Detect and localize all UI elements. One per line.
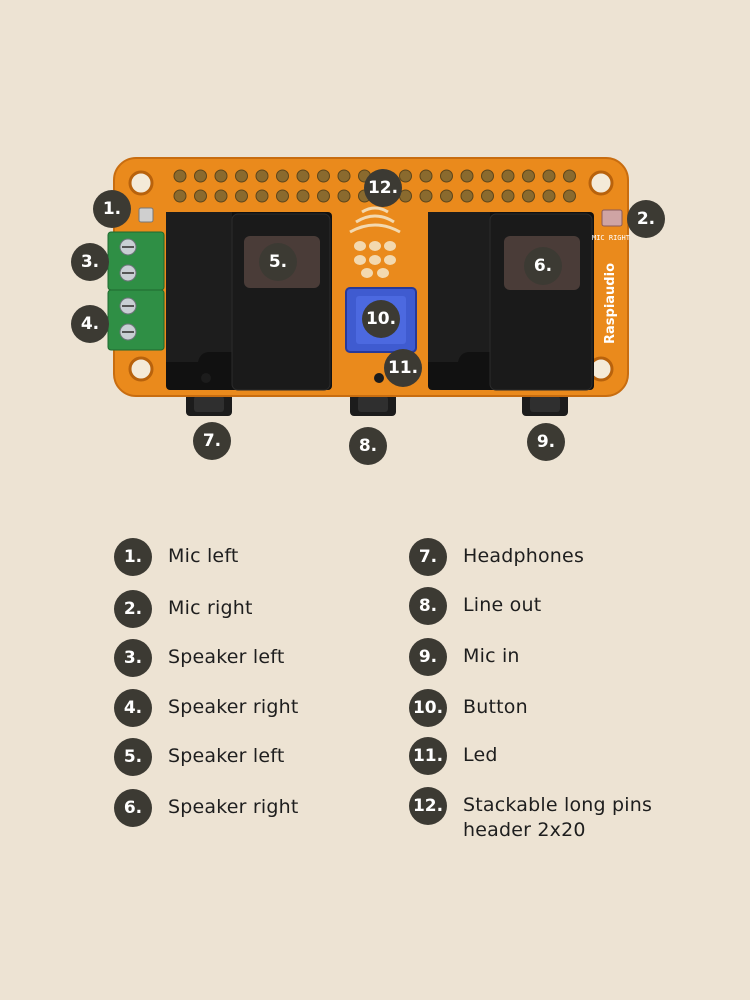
header-pin	[276, 169, 289, 183]
legend-label: Button	[463, 696, 528, 718]
legend-item-7: 7. Headphones	[409, 538, 584, 576]
legend-number: 1.	[114, 538, 152, 576]
legend-item-12: 12. Stackable long pins header 2x20	[409, 787, 652, 843]
legend-label: Led	[463, 744, 498, 766]
legend-item-11: 11. Led	[409, 737, 498, 775]
header-pin	[214, 169, 228, 183]
header-pin	[317, 169, 330, 183]
mounting-holes	[128, 170, 614, 382]
header-pin	[337, 169, 351, 183]
jack-hole-left	[201, 373, 211, 383]
legend-item-5: 5. Speaker left	[114, 738, 285, 776]
marker-5: 5.	[259, 243, 297, 281]
header-pin	[255, 189, 269, 203]
legend-number: 9.	[409, 638, 447, 676]
terminal-block-left	[107, 231, 165, 291]
legend-item-3: 3. Speaker left	[114, 639, 285, 677]
header-pin	[419, 189, 433, 203]
marker-3: 3.	[71, 243, 109, 281]
brand-logo: Raspiaudio	[603, 263, 618, 344]
legend-number: 2.	[114, 590, 152, 628]
legend-number: 6.	[114, 789, 152, 827]
header-pin	[276, 189, 289, 203]
legend-label: Line out	[463, 594, 542, 616]
legend-label: Mic right	[168, 597, 253, 619]
header-pin	[481, 169, 494, 183]
header-pin	[235, 169, 248, 183]
legend-number: 3.	[114, 639, 152, 677]
header-pin	[173, 189, 187, 203]
legend-label: Speaker right	[168, 696, 299, 718]
legend-label: Speaker left	[168, 646, 285, 668]
marker-8: 8.	[349, 427, 387, 465]
header-pin	[522, 189, 535, 203]
marker-2: 2.	[627, 200, 665, 238]
header-pin	[296, 189, 310, 203]
marker-10: 10.	[362, 300, 400, 338]
header-pin	[563, 169, 576, 183]
header-pin	[481, 189, 494, 203]
header-pin	[501, 169, 515, 183]
header-pin	[501, 189, 515, 203]
header-pin	[399, 169, 412, 183]
legend-number: 11.	[409, 737, 447, 775]
board-logo-graphic	[349, 206, 401, 278]
header-pin	[296, 169, 310, 183]
legend-item-6: 6. Speaker right	[114, 789, 299, 827]
legend-label: Speaker left	[168, 745, 285, 767]
marker-7: 7.	[193, 422, 231, 460]
legend-item-9: 9. Mic in	[409, 638, 520, 676]
legend-item-1: 1. Mic left	[114, 538, 239, 576]
legend-number: 5.	[114, 738, 152, 776]
marker-12: 12.	[364, 169, 402, 207]
speaker-right	[428, 212, 594, 391]
legend-number: 8.	[409, 587, 447, 625]
legend-item-10: 10. Button	[409, 689, 528, 727]
mic-left-component	[138, 207, 154, 223]
legend-number: 12.	[409, 787, 447, 825]
legend-label: Mic left	[168, 545, 239, 567]
marker-6: 6.	[524, 247, 562, 285]
legend-label: Headphones	[463, 545, 585, 567]
header-pin	[440, 169, 453, 183]
marker-11: 11.	[384, 349, 422, 387]
board-illustration: Raspiaudio MIC RIGHT	[107, 157, 631, 416]
legend-item-8: 8. Line out	[409, 587, 541, 625]
terminal-block-right	[107, 289, 165, 351]
header-pin	[317, 189, 330, 203]
legend-number: 10.	[409, 689, 447, 727]
header-pin	[542, 169, 556, 183]
header-pin	[460, 189, 474, 203]
gpio-header	[173, 169, 576, 203]
header-pin	[235, 189, 248, 203]
header-pin	[194, 169, 207, 183]
legend-label: Stackable long pins header 2x20	[463, 794, 653, 841]
header-pin	[337, 189, 351, 203]
board-figure: Raspiaudio MIC RIGHT 1. 2. 3. 4. 5. 6. 7…	[0, 0, 750, 480]
header-pin	[440, 189, 453, 203]
marker-1: 1.	[93, 190, 131, 228]
legend-label: Mic in	[463, 645, 520, 667]
header-pin	[214, 189, 228, 203]
legend-number: 4.	[114, 689, 152, 727]
legend-item-4: 4. Speaker right	[114, 689, 299, 727]
header-pin	[173, 169, 187, 183]
header-pin	[419, 169, 433, 183]
mic-right-silkscreen: MIC RIGHT	[592, 234, 631, 242]
legend-item-2: 2. Mic right	[114, 590, 253, 628]
mic-right-component	[601, 209, 623, 227]
speaker-left	[166, 212, 332, 391]
marker-9: 9.	[527, 423, 565, 461]
led	[374, 373, 384, 383]
header-pin	[563, 189, 576, 203]
header-pin	[194, 189, 207, 203]
header-pin	[255, 169, 269, 183]
header-pin	[460, 169, 474, 183]
legend-label: Speaker right	[168, 796, 299, 818]
marker-4: 4.	[71, 305, 109, 343]
header-pin	[522, 169, 535, 183]
legend-number: 7.	[409, 538, 447, 576]
header-pin	[542, 189, 556, 203]
